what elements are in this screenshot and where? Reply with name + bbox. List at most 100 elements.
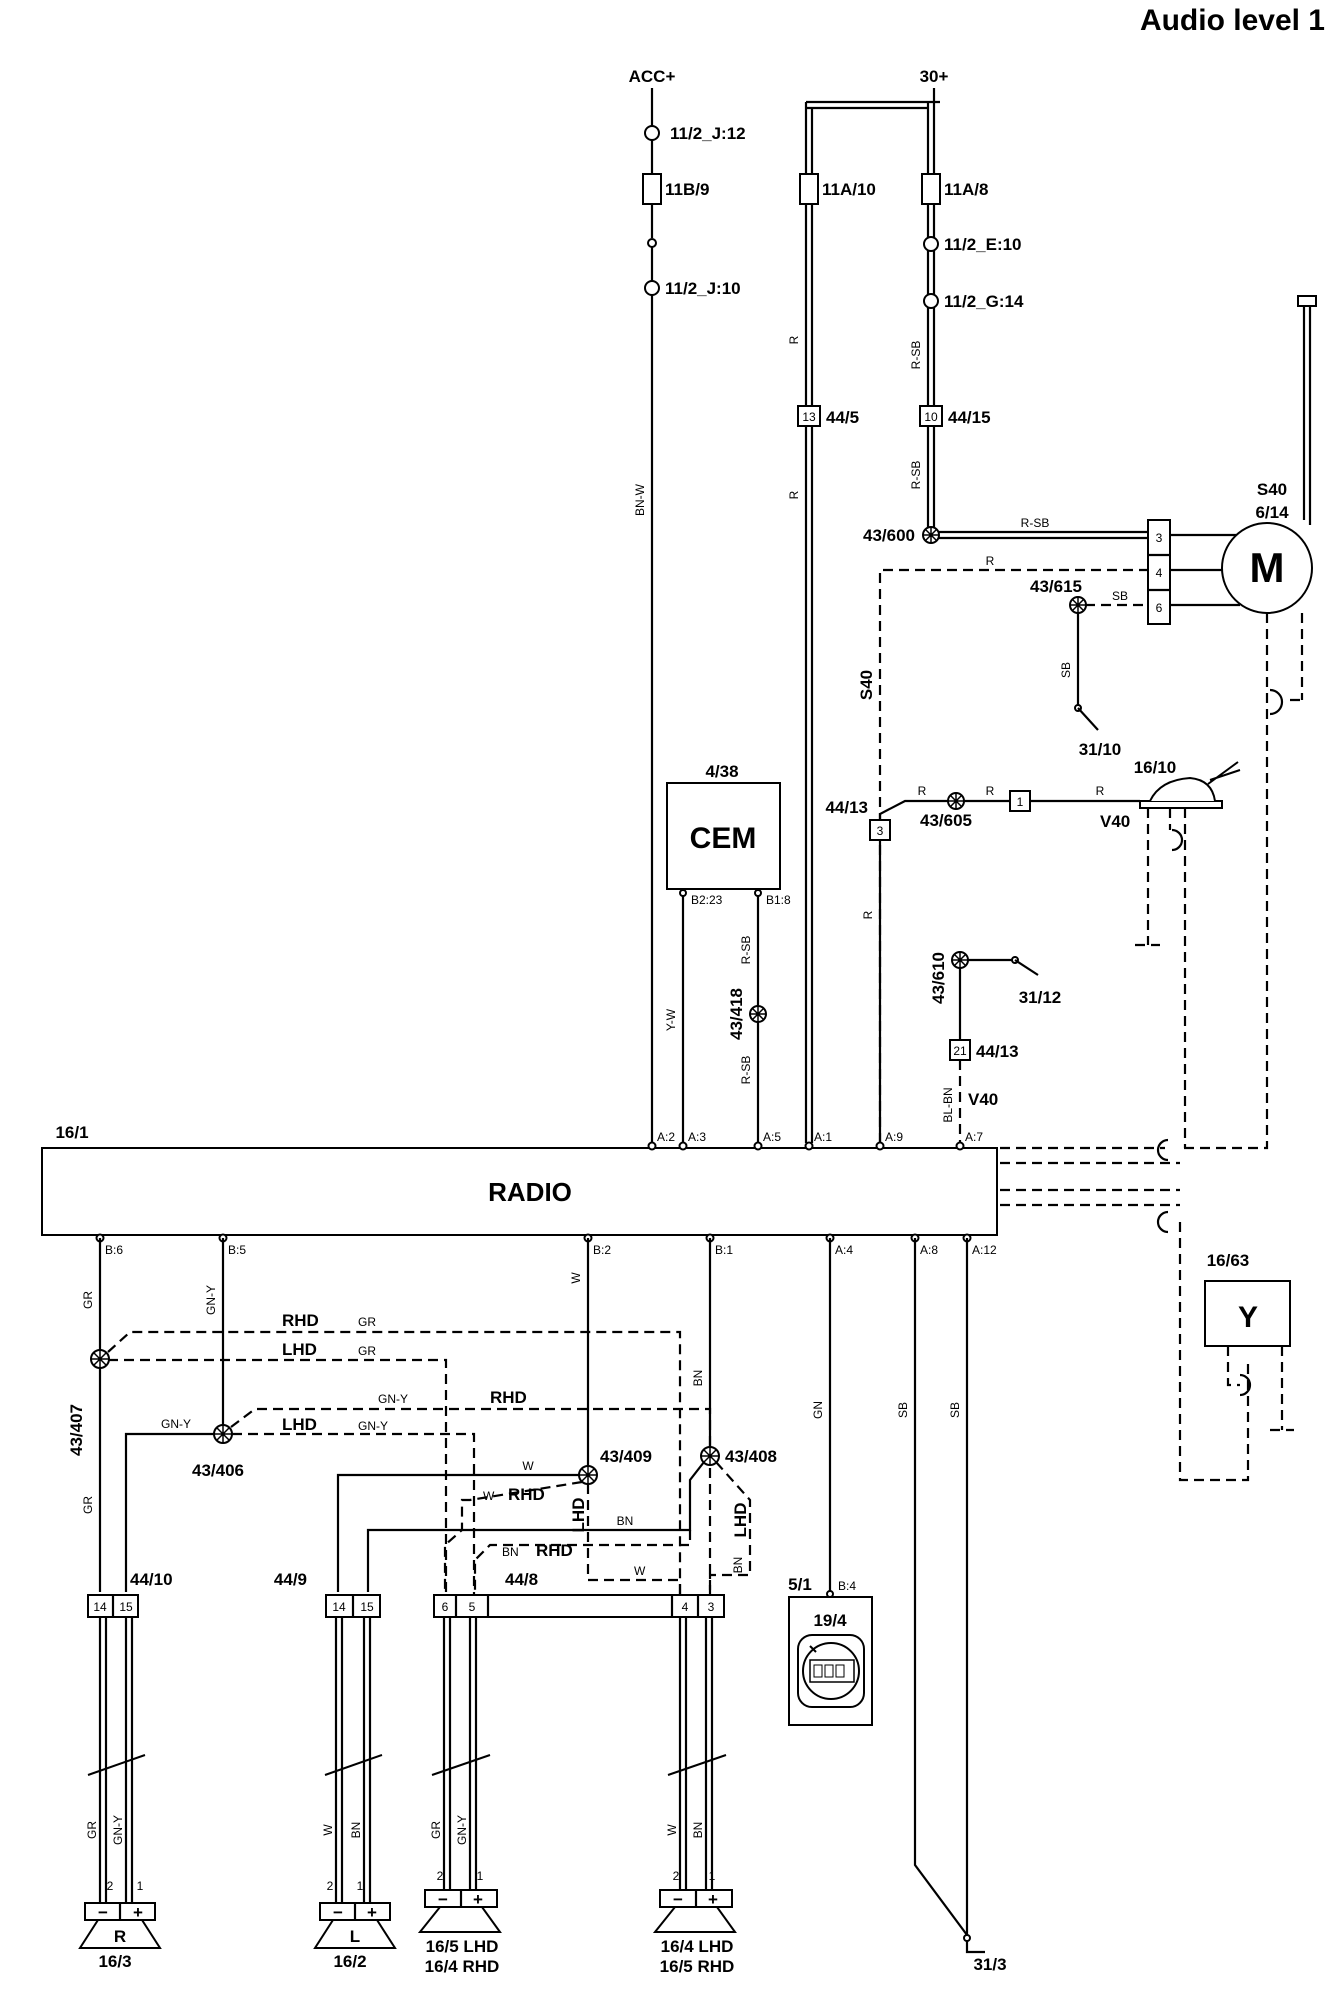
s40-variant-label: S40 xyxy=(1257,480,1287,499)
radio-unit xyxy=(41,1147,998,1236)
wire-label-sb: SB xyxy=(1059,662,1073,678)
connector-44-8-label: 44/8 xyxy=(505,1570,538,1589)
wire-label-r: R xyxy=(1096,784,1105,798)
wire-label-gr: GR xyxy=(85,1821,99,1839)
antenna-motor-id: 6/14 xyxy=(1255,503,1289,522)
motor-pin-6: 6 xyxy=(1156,601,1163,615)
antenna-16-10-id: 16/10 xyxy=(1134,758,1177,777)
s40-variant-label: S40 xyxy=(857,670,876,700)
lhd-label: LHD xyxy=(282,1340,317,1359)
connector-44-8-pin: 3 xyxy=(708,1600,715,1614)
connector-44-9-pin: 15 xyxy=(360,1600,374,1614)
wire-label-bl-bn: BL-BN xyxy=(941,1087,955,1122)
speaker-16-3-label: 16/3 xyxy=(98,1952,131,1971)
connector-44-8-pin: 5 xyxy=(469,1600,476,1614)
wire-label-r-sb: R-SB xyxy=(739,936,753,965)
speaker-plus: + xyxy=(473,1890,483,1909)
clock-id: 19/4 xyxy=(813,1611,847,1630)
wire-label-r-sb: R-SB xyxy=(909,341,923,370)
junction-dot xyxy=(647,238,657,248)
roof-antenna-icon xyxy=(1139,761,1241,809)
connector-44-10-pin: 15 xyxy=(119,1600,133,1614)
speaker-minus: − xyxy=(438,1890,448,1909)
wire-label-gr: GR xyxy=(358,1344,376,1358)
connector-44-15-pin: 10 xyxy=(924,410,938,424)
cable-16-5 xyxy=(431,1617,491,1890)
fuse-11a-8 xyxy=(921,173,941,205)
wire-label-gn-y: GN-Y xyxy=(455,1815,469,1845)
v40-variant-label: V40 xyxy=(968,1090,998,1109)
clock-connector-label: 5/1 xyxy=(788,1575,812,1594)
connector-11-2-e10-label: 11/2_E:10 xyxy=(944,235,1022,254)
speaker-16-2-label: 16/2 xyxy=(333,1952,366,1971)
wire-label-sb: SB xyxy=(948,1402,962,1418)
fuse-11a-8-label: 11A/8 xyxy=(944,180,988,199)
lhd-label: LHD xyxy=(731,1503,750,1538)
speaker-plus: + xyxy=(367,1903,377,1922)
radio-pin-dot xyxy=(753,1141,763,1151)
wire-label-bn: BN xyxy=(502,1545,519,1559)
wire-label-gr: GR xyxy=(81,1291,95,1309)
rhd-label: RHD xyxy=(282,1311,319,1330)
radio-pin-dot xyxy=(678,1141,688,1151)
speaker-16-4-icon xyxy=(652,1889,737,1933)
cable-16-3 xyxy=(87,1617,146,1903)
cem-pin-b1-8: B1:8 xyxy=(766,893,791,907)
wire-label-bn-w: BN-W xyxy=(633,483,647,516)
radio-pin-label: A:1 xyxy=(814,1130,832,1144)
speaker-16-5-icon xyxy=(417,1889,502,1933)
connector-11-2-j12 xyxy=(644,125,660,141)
wire-label-r-sb: R-SB xyxy=(909,461,923,490)
radio-pin-label: A:9 xyxy=(885,1130,903,1144)
connector-44-10-label: 44/10 xyxy=(130,1570,173,1589)
splice-43-600 xyxy=(922,526,940,544)
speaker-pin: 1 xyxy=(709,1869,716,1883)
connector-44-8 xyxy=(433,1594,725,1618)
speaker-pin: 2 xyxy=(107,1879,114,1893)
motor-pin-3: 3 xyxy=(1156,531,1163,545)
junction-dot xyxy=(754,889,762,897)
rhd-label: RHD xyxy=(536,1541,573,1560)
radio-pin-label: A:3 xyxy=(688,1130,706,1144)
radio-label: RADIO xyxy=(488,1177,572,1207)
wire-label-bn: BN xyxy=(617,1514,634,1528)
wire-label-gn-y: GN-Y xyxy=(161,1417,191,1431)
speaker-16-3-letter: R xyxy=(114,1927,126,1946)
cable-16-2 xyxy=(324,1617,383,1903)
rhd-label: RHD xyxy=(490,1388,527,1407)
speaker-16-2-icon xyxy=(313,1902,397,1949)
speaker-16-5-alt-label: 16/4 RHD xyxy=(425,1957,500,1976)
radio-pin-dot xyxy=(804,1141,814,1151)
connector-44-5 xyxy=(797,405,821,427)
splice-43-407-label: 43/407 xyxy=(67,1404,86,1456)
speaker-pin: 1 xyxy=(357,1879,364,1893)
speaker-16-4-label: 16/4 LHD xyxy=(661,1937,734,1956)
splice-43-406-label: 43/406 xyxy=(192,1461,244,1480)
connector-11-2-g14 xyxy=(923,293,939,309)
speaker-minus: − xyxy=(98,1903,108,1922)
wire-label-bn: BN xyxy=(731,1557,745,1574)
speaker-16-5-label: 16/5 LHD xyxy=(426,1937,499,1956)
cem-pin-b2-23: B2:23 xyxy=(691,893,723,907)
radio-pin-dot xyxy=(647,1141,657,1151)
splice-43-418-label: 43/418 xyxy=(727,988,746,1040)
wire-label-w: W xyxy=(569,1272,583,1284)
fuse-11a-10-label: 11A/10 xyxy=(822,180,876,199)
speaker-plus: + xyxy=(133,1903,143,1922)
radio-pin-label: B:5 xyxy=(228,1243,246,1257)
wire-label-r: R xyxy=(986,784,995,798)
wire-label-gr: GR xyxy=(358,1315,376,1329)
wire-label-gr: GR xyxy=(81,1496,95,1514)
connector-44-8-pin: 6 xyxy=(442,1600,449,1614)
radio-pin-dot xyxy=(875,1141,885,1151)
splice-43-408-label: 43/408 xyxy=(725,1447,777,1466)
splice-43-406 xyxy=(213,1424,233,1444)
connector-44-10-pin: 14 xyxy=(93,1600,107,1614)
wire-label-w: W xyxy=(634,1564,646,1578)
motor-connector xyxy=(1147,519,1171,625)
connector-44-13-mid-label: 44/13 xyxy=(976,1042,1019,1061)
splice-43-418 xyxy=(749,1005,767,1023)
wire-label-gn-y: GN-Y xyxy=(111,1815,125,1845)
